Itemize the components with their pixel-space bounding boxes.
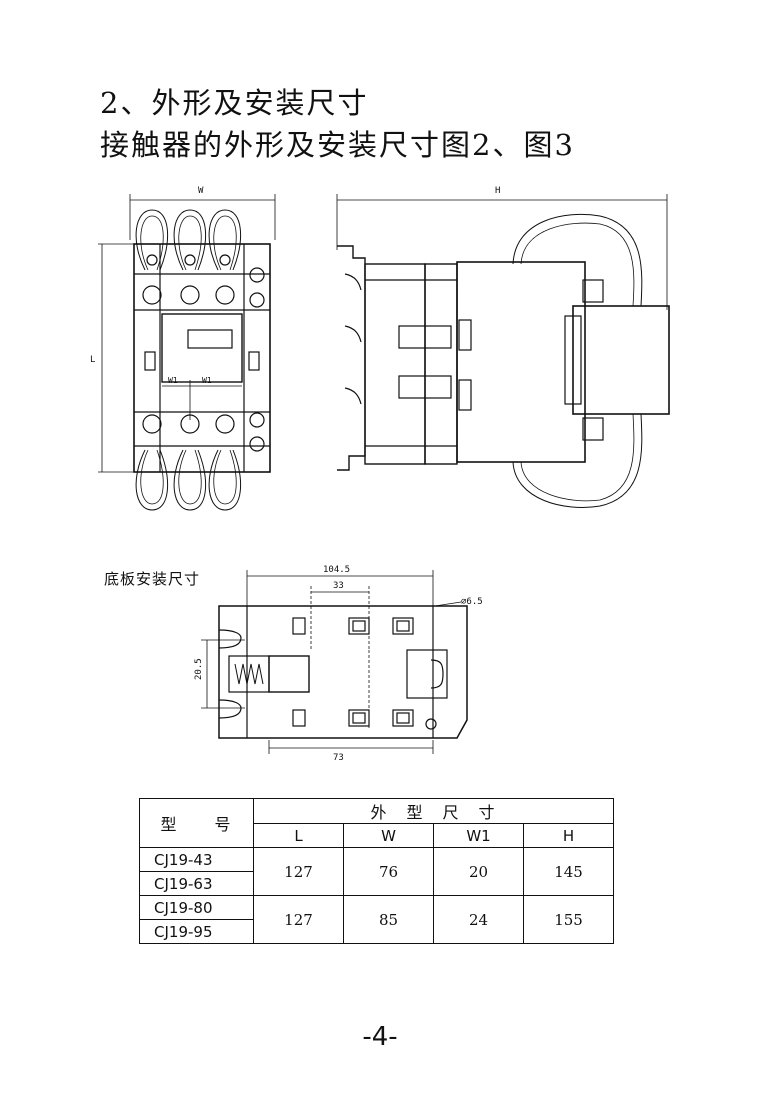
- dimension-group-header: 外 型 尺 寸: [252, 798, 615, 824]
- column-header-h: H: [522, 823, 615, 848]
- dim-104-5: 104.5: [323, 565, 350, 575]
- dimension-table: 型 号 外 型 尺 寸 L W W1 H CJ19-43 127 76 20 1…: [139, 798, 615, 944]
- section-heading: 2、外形及安装尺寸: [100, 86, 369, 120]
- side-view-drawing: H: [336, 186, 670, 508]
- value-cell-l: 127: [253, 847, 344, 896]
- dim-label-w1-left: W1: [168, 376, 178, 385]
- value-cell-w1: 20: [433, 847, 524, 896]
- column-header-l: L: [253, 823, 344, 848]
- dim-73: 73: [333, 753, 344, 763]
- model-cell: CJ19-63: [139, 871, 254, 896]
- value-cell-w: 76: [343, 847, 434, 896]
- dim-20-5: 20.5: [194, 658, 204, 680]
- dim-6-5: ⌀6.5: [461, 597, 483, 607]
- dim-label-w1-right: W1: [202, 376, 212, 385]
- model-cell: CJ19-95: [139, 919, 254, 944]
- value-cell-l: 127: [253, 895, 344, 944]
- value-cell-h: 155: [522, 895, 615, 944]
- model-cell: CJ19-80: [139, 895, 254, 920]
- value-cell-w1: 24: [433, 895, 524, 944]
- base-plate-caption: 底板安装尺寸: [104, 570, 201, 588]
- table-row: CJ19-80 127 85 24 155: [139, 895, 615, 944]
- dim-label-w: W: [198, 186, 204, 196]
- section-subheading: 接触器的外形及安装尺寸图2、图3: [100, 128, 575, 162]
- dim-33: 33: [333, 581, 344, 591]
- table-row: CJ19-63: [139, 871, 614, 896]
- table-row: CJ19-95: [139, 919, 614, 944]
- dim-label-h: H: [495, 186, 500, 196]
- column-header-w: W: [343, 823, 434, 848]
- base-plate-drawing: 104.5 33 ⌀6.5 20.5 73: [194, 565, 483, 763]
- value-cell-w: 85: [343, 895, 434, 944]
- model-header: 型 号: [139, 798, 254, 848]
- column-header-w1: W1: [433, 823, 524, 848]
- value-cell-h: 145: [522, 847, 615, 896]
- page-number: -4-: [362, 1022, 398, 1052]
- table-row: CJ19-43 127 76 20 145: [139, 847, 615, 896]
- dim-label-l: L: [90, 355, 95, 365]
- front-view-drawing: W L W1 W1: [90, 186, 276, 511]
- model-cell: CJ19-43: [139, 847, 254, 872]
